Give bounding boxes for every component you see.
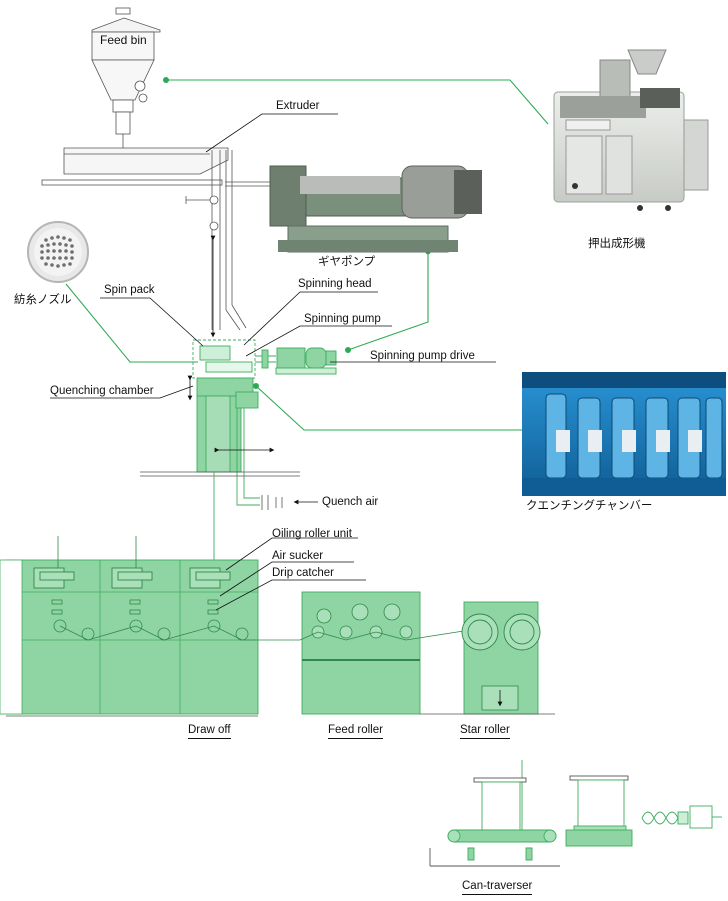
feed-roller-label: Feed roller: [328, 724, 383, 739]
draw-off-unit: [0, 536, 300, 717]
drip-catcher-label: Drip catcher: [272, 567, 334, 579]
quench-chamber-photo: [522, 372, 726, 496]
quench-air-inlet: [261, 495, 283, 510]
star-roller-unit: [420, 601, 555, 715]
spin-pack-label: Spin pack: [104, 284, 155, 296]
spinning-pump-drive-drawing: [255, 347, 337, 375]
label-leaders: [50, 113, 496, 611]
feed-bin-drawing: [91, 7, 161, 150]
star-roller-label: Star roller: [460, 724, 510, 739]
feed-roller-unit: [299, 591, 471, 715]
air-sucker-label: Air sucker: [272, 550, 324, 562]
gear-pump-jp-label: ギヤポンプ: [318, 256, 376, 268]
valve-symbol: [185, 195, 219, 231]
can-traverser-drawing: [429, 760, 722, 867]
oiling-roller-unit-label: Oiling roller unit: [272, 528, 352, 540]
extruder-jp-label: 押出成形機: [588, 238, 646, 250]
gear-pump-photo: [269, 165, 482, 253]
photo-callouts: [65, 79, 549, 431]
quenching-chamber-label: Quenching chamber: [50, 385, 154, 397]
spinning-pump-label: Spinning pump: [304, 313, 381, 325]
draw-off-label: Draw off: [188, 724, 231, 739]
spinning-head-label: Spinning head: [298, 278, 372, 290]
can-traverser-label: Can-traverser: [462, 880, 533, 895]
spinneret-photo: [27, 221, 89, 283]
spinning-pump-drive-label: Spinning pump drive: [370, 350, 475, 362]
quench-air-label: Quench air: [322, 496, 379, 508]
extruder-label: Extruder: [276, 100, 320, 112]
extruder-photo: [553, 49, 709, 211]
spinneret-jp-label: 紡糸ノズル: [14, 294, 72, 306]
spinning-head-assembly: [192, 339, 260, 506]
quench-chamber-jp-label: クエンチングチャンバー: [526, 500, 653, 512]
feed-bin-label: Feed bin: [100, 33, 147, 47]
